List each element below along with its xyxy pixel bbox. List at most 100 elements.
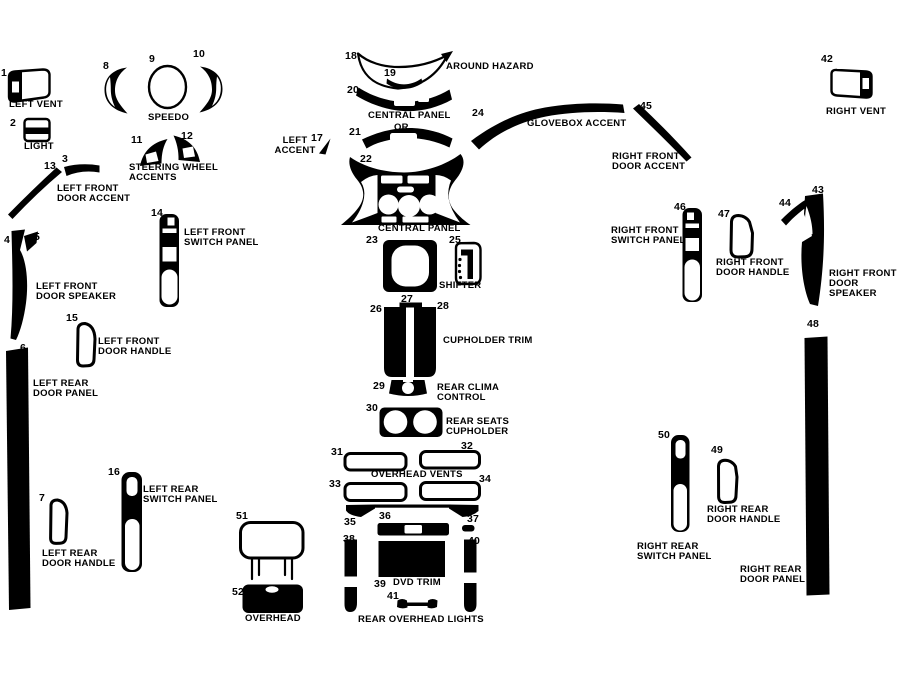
part-shape-console-35	[346, 504, 479, 517]
part-number-1: 1	[1, 67, 8, 79]
part-shape-central-panel-20	[356, 87, 452, 112]
part-number-8: 8	[103, 60, 110, 72]
part-number-42: 42	[821, 53, 834, 65]
part-number-27: 27	[401, 293, 414, 305]
part-number-28: 28	[437, 300, 450, 312]
part-number-43: 43	[812, 184, 825, 196]
part-shape-overhead-52	[242, 584, 303, 613]
part-shape-left-rear-switch-panel	[121, 472, 142, 572]
part-shape-hazard-19	[386, 78, 423, 89]
part-shape-pillar-38	[344, 539, 357, 612]
part-shape-right-vent	[830, 68, 873, 99]
label-right-rear-door-panel: RIGHT REAR DOOR PANEL	[740, 564, 806, 585]
label-steering-wheel-accents: STEERING WHEEL ACCENTS	[129, 162, 219, 183]
label-rear-clima-control: REAR CLIMA CONTROL	[437, 382, 500, 403]
part-shape-left-vent	[7, 68, 51, 103]
part-shape-light	[23, 117, 51, 143]
part-number-21: 21	[349, 126, 362, 138]
part-shape-dvd-trim-39	[378, 541, 445, 577]
label-right-front-door-accent: RIGHT FRONT DOOR ACCENT	[612, 151, 686, 172]
part-number-51: 51	[236, 510, 249, 522]
label-right-vent: RIGHT VENT	[826, 106, 887, 117]
part-shape-vent-32	[419, 450, 481, 470]
part-shape-overhead-51	[239, 521, 305, 581]
part-shape-vent-34	[419, 481, 481, 501]
label-or: OR	[394, 122, 409, 133]
label-overhead: OVERHEAD	[245, 613, 301, 624]
part-number-15: 15	[66, 312, 79, 324]
part-shape-pillar-40	[464, 539, 477, 612]
part-shape-door-speaker-4	[10, 229, 28, 340]
part-shape-rear-clima-29	[389, 378, 427, 396]
label-right-front-door-speaker: RIGHT FRONT DOOR SPEAKER	[829, 268, 897, 299]
part-number-9: 9	[149, 53, 156, 65]
part-number-12: 12	[181, 130, 194, 142]
part-number-35: 35	[344, 516, 357, 528]
part-number-2: 2	[10, 117, 17, 129]
part-number-24: 24	[472, 107, 485, 119]
part-shape-glovebox-accent-24	[471, 103, 625, 150]
part-number-48: 48	[807, 318, 820, 330]
part-shape-right-front-switch-panel	[682, 208, 702, 302]
part-shape-speedo-right-crescent	[199, 66, 223, 113]
part-shape-cupholder-26	[384, 307, 406, 377]
part-shape-around-hazard	[356, 51, 453, 90]
part-number-16: 16	[108, 466, 121, 478]
part-number-4: 4	[4, 234, 11, 246]
label-right-front-switch-panel: RIGHT FRONT SWITCH PANEL	[611, 225, 686, 246]
label-left-front-switch-panel: LEFT FRONT SWITCH PANEL	[184, 227, 259, 248]
part-shape-shifter-25	[454, 241, 482, 286]
label-dvd-trim: DVD TRIM	[393, 577, 441, 588]
part-number-22: 22	[360, 153, 373, 165]
label-left-vent: LEFT VENT	[9, 99, 63, 110]
part-shape-left-rear-door-panel	[6, 347, 31, 610]
label-cupholder-trim: CUPHOLDER TRIM	[443, 335, 533, 346]
part-number-10: 10	[193, 48, 206, 60]
part-number-7: 7	[39, 492, 46, 504]
part-shape-vent-33	[343, 482, 408, 502]
part-number-11: 11	[131, 134, 143, 146]
part-number-34: 34	[479, 473, 492, 485]
part-shape-door-accent-45	[633, 104, 692, 162]
label-left-rear-switch-panel: LEFT REAR SWITCH PANEL	[143, 484, 218, 505]
part-shape-right-front-door-handle	[729, 214, 754, 259]
label-speedo: SPEEDO	[148, 112, 190, 123]
part-shape-console-37	[462, 525, 475, 532]
part-shape-rear-overhead-lights-41	[397, 599, 438, 609]
part-number-38: 38	[343, 533, 356, 545]
label-left-front-door-accent: LEFT FRONT DOOR ACCENT	[57, 183, 131, 204]
part-shape-door-speaker-5	[24, 231, 38, 252]
part-shape-central-panel-22	[341, 154, 471, 225]
part-shape-shifter-surround-23	[383, 240, 437, 292]
part-number-18: 18	[345, 50, 358, 62]
part-number-46: 46	[674, 201, 687, 213]
label-left-front-door-speaker: LEFT FRONT DOOR SPEAKER	[36, 281, 117, 302]
label-right-rear-switch-panel: RIGHT REAR SWITCH PANEL	[637, 541, 712, 562]
label-central-panel-top: CENTRAL PANEL	[368, 110, 451, 121]
part-number-40: 40	[468, 535, 481, 547]
part-shape-left-accent	[319, 138, 331, 155]
part-number-45: 45	[640, 100, 653, 112]
label-central-panel-mid: CENTRAL PANEL	[378, 223, 461, 234]
part-shape-door-speaker-43	[801, 193, 825, 306]
part-shape-cupholder-28	[414, 307, 436, 377]
part-number-14: 14	[151, 207, 164, 219]
part-shape-speedo-ring	[147, 64, 188, 110]
part-number-52: 52	[232, 586, 245, 598]
part-shape-door-accent-13	[8, 167, 62, 219]
part-shape-central-panel-21	[362, 127, 453, 149]
part-shape-left-front-switch-panel	[159, 214, 179, 307]
part-shape-door-accent-3	[64, 164, 100, 176]
label-light: LIGHT	[24, 141, 54, 152]
label-overhead-vents: OVERHEAD VENTS	[371, 469, 463, 480]
part-shape-left-front-door-handle	[76, 322, 97, 368]
part-number-49: 49	[711, 444, 724, 456]
part-number-41: 41	[387, 590, 400, 602]
part-number-33: 33	[329, 478, 342, 490]
part-number-47: 47	[718, 208, 731, 220]
part-number-32: 32	[461, 440, 474, 452]
part-shape-right-rear-switch-panel	[671, 435, 690, 532]
part-number-26: 26	[370, 303, 383, 315]
part-number-3: 3	[62, 153, 69, 165]
